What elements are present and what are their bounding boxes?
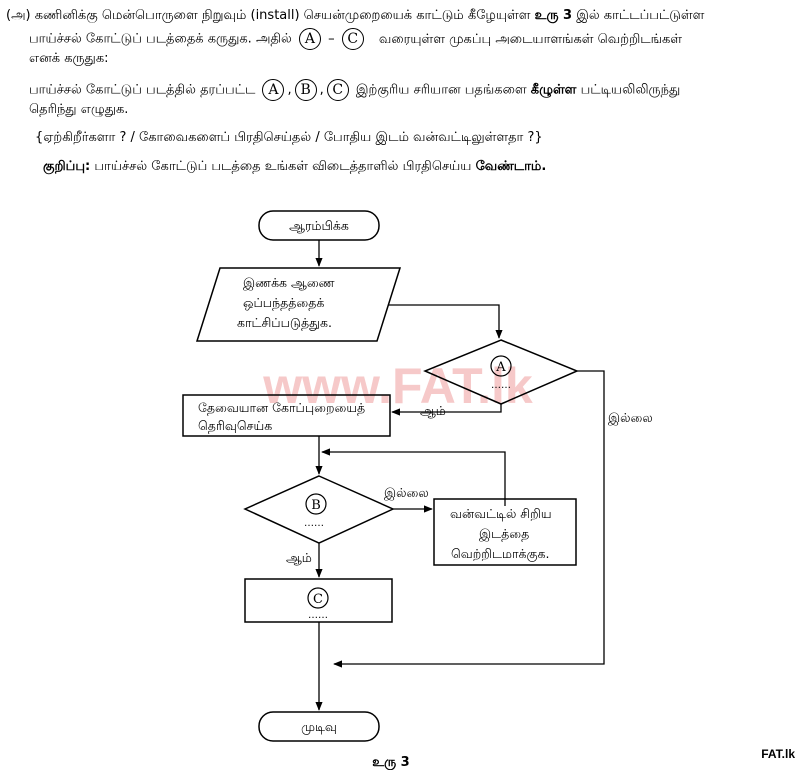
question-line-3: எனக் கருதுக: [29, 51, 109, 66]
decision-a-label: A [495, 360, 506, 375]
question-line-4-start: பாய்ச்சல் கோட்டுப் படத்தில் தரப்பட்ட [29, 82, 256, 98]
note-label: குறிப்பு: [43, 159, 91, 174]
question-line-1: (அ) கணினிக்கு மென்பொருளை நிறுவும் (insta… [6, 7, 704, 24]
note: குறிப்பு: பாய்ச்சல் கோட்டுப் படத்தை உங்க… [43, 158, 546, 175]
process-c-label: C [313, 592, 323, 607]
circled-label-a-2: A [262, 79, 285, 101]
options-list: {ஏற்கிறீர்களா ? / கோவைகளைப் பிரதிசெய்தல்… [35, 130, 543, 145]
decision-a-yes-label: ஆம் [420, 403, 446, 418]
decision-b-no-label: இல்லை [384, 485, 429, 501]
question-line-4-end: பட்டியலிலிருந்து [580, 82, 681, 98]
end-terminator [258, 711, 380, 742]
question-line-2-start: பாய்ச்சல் கோட்டுப் படத்தைக் கருதுக. அதில… [29, 31, 292, 47]
arrow-loop-back [321, 448, 506, 506]
site-mark: FAT.lk [761, 747, 795, 761]
select-folder-line-1: தேவையான கோப்புறையைத் [198, 400, 365, 415]
arrow-a-no [333, 370, 605, 668]
process-c-blank: …… [308, 610, 328, 621]
decision-a-circle [490, 355, 512, 377]
decision-b-yes-label: ஆம் [286, 550, 312, 565]
free-space-line-3: வெற்றிடமாக்குக. [451, 546, 550, 562]
figure-caption: உரு 3 [372, 755, 409, 770]
circled-label-b: B [294, 79, 317, 101]
circled-label-c-2: C [326, 79, 349, 101]
io-text-line-1: இணக்க ஆணை [243, 275, 336, 291]
question-line-4-bold: கீழுள்ள [530, 82, 577, 98]
circled-label-c: C [341, 28, 364, 50]
question-line-2-end: வரையுள்ள முகப்பு அடையாளங்கள் வெற்றிடங்கள… [378, 31, 683, 47]
select-folder-process [182, 394, 391, 437]
note-bold: வேண்டாம். [475, 159, 547, 174]
arrow-a-yes [391, 404, 502, 416]
watermark: www.FAT.lk [262, 358, 533, 414]
question-line-4-mid: இற்குரிய சரியான பதங்களை [355, 82, 527, 98]
question-line-1-start: (அ) கணினிக்கு மென்பொருளை நிறுவும் (insta… [6, 8, 531, 23]
free-space-process [433, 498, 577, 566]
question-line-4: பாய்ச்சல் கோட்டுப் படத்தில் தரப்பட்ட A,B… [29, 79, 680, 101]
note-text: பாய்ச்சல் கோட்டுப் படத்தை உங்கள் விடைத்த… [94, 159, 472, 174]
decision-a-blank: …… [491, 380, 511, 391]
io-text-line-3: காட்சிப்படுத்துக. [237, 315, 332, 331]
decision-b-circle [305, 493, 327, 515]
question-line-5: தெரிந்து எழுதுக. [29, 102, 129, 117]
question-line-2: பாய்ச்சல் கோட்டுப் படத்தைக் கருதுக. அதில… [29, 28, 682, 50]
free-space-line-2: இடத்தை [479, 526, 529, 542]
range-dash: – [328, 31, 335, 47]
free-space-line-1: வன்வட்டில் சிறிய [450, 506, 552, 521]
circled-label-a: A [298, 28, 321, 50]
start-label: ஆரம்பிக்க [289, 218, 349, 233]
io-text-line-2: ஒப்பந்தத்தைக் [243, 295, 324, 310]
process-c-circle [307, 587, 329, 609]
decision-b-label: B [311, 498, 321, 513]
select-folder-line-2: தெரிவுசெய்க [198, 418, 272, 433]
decision-b-blank: …… [304, 518, 324, 529]
decision-a-no-label: இல்லை [608, 410, 653, 426]
input-output-shape [195, 267, 402, 342]
end-label: முடிவு [301, 719, 337, 735]
figure-reference: உரு 3 [534, 8, 573, 23]
question-line-1-end: இல் காட்டப்பட்டுள்ள [576, 8, 705, 23]
arrow-input-to-decision-a [388, 304, 503, 339]
